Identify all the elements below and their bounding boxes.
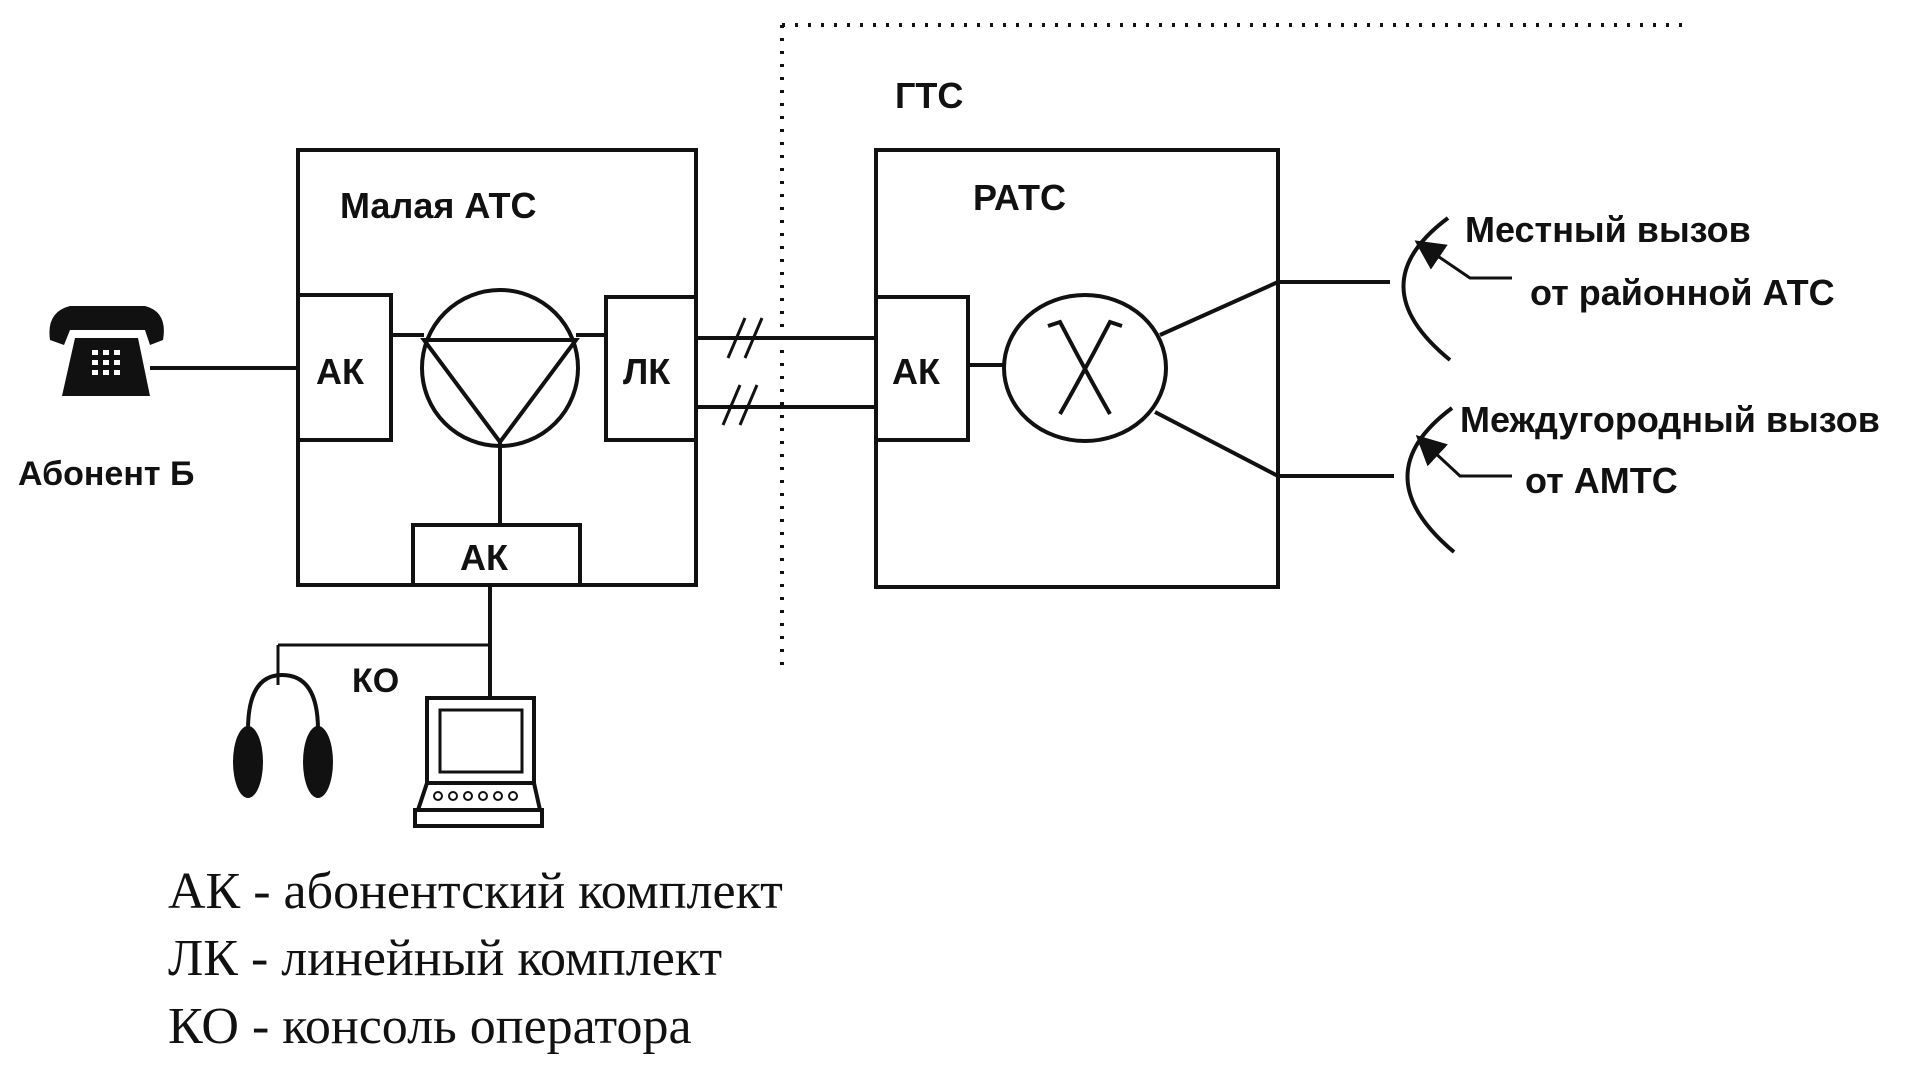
crossbar-switch-icon <box>1002 293 1168 443</box>
lk-label: ЛК <box>623 351 671 392</box>
ko-label: КО <box>352 662 399 700</box>
ak-rats-label: АК <box>892 351 941 392</box>
ak-left-label: АК <box>316 351 365 392</box>
local-call-arc <box>1401 216 1452 362</box>
long-call-arc <box>1405 406 1456 554</box>
long-call-line2: от АМТС <box>1525 460 1678 501</box>
gts-label: ГТС <box>895 75 963 116</box>
computer-terminal-icon <box>413 696 544 828</box>
legend-item-ko: КО - консоль оператора <box>168 998 692 1055</box>
rats-label: РАТС <box>973 177 1066 218</box>
ak-bottom-label: АК <box>460 537 509 578</box>
legend-item-ak: АК - абонентский комплект <box>168 863 783 920</box>
local-call-line2: от районной АТС <box>1530 272 1835 313</box>
trunk-lines <box>696 317 876 426</box>
switch-field-icon <box>420 288 580 448</box>
arrow-icon <box>1414 240 1512 280</box>
subscriber-label: Абонент Б <box>18 455 194 493</box>
legend-item-lk: ЛК - линейный комплект <box>168 930 722 987</box>
telephone-icon <box>49 306 164 396</box>
headphones-icon <box>233 672 333 798</box>
gts-boundary <box>780 23 1690 675</box>
ak-rats-box <box>874 295 970 442</box>
long-call-line1: Междугородный вызов <box>1460 399 1880 440</box>
local-call-line1: Местный вызов <box>1465 209 1751 250</box>
small-pbx-label: Малая АТС <box>340 185 537 226</box>
ak-bottom-box <box>411 523 582 587</box>
lk-box <box>604 295 698 442</box>
arrow-icon <box>1415 434 1512 478</box>
